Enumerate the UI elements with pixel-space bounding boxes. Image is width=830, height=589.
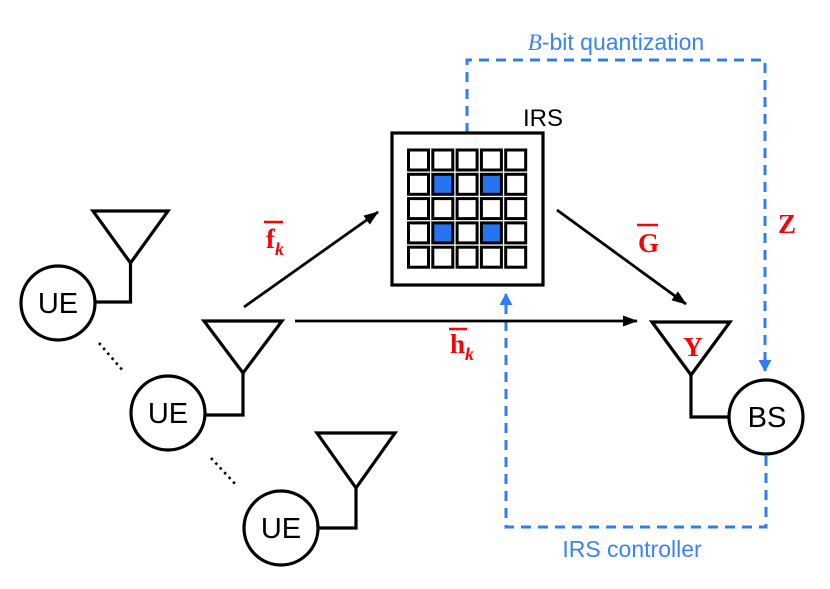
ue2-label: UE bbox=[148, 398, 188, 430]
irs-panel: IRS bbox=[390, 105, 563, 287]
ue3-circle bbox=[242, 489, 320, 567]
irs-cell bbox=[455, 245, 479, 269]
irs-cell bbox=[407, 245, 430, 269]
irs-cell bbox=[407, 197, 430, 221]
ue1-antenna-icon bbox=[89, 209, 172, 266]
ue2-antenna-stem bbox=[205, 373, 245, 417]
irs-cell bbox=[504, 148, 528, 172]
irs-grid bbox=[407, 148, 528, 269]
bs-node: BS bbox=[648, 320, 805, 456]
irs-cell bbox=[455, 197, 479, 221]
fk-channel-label: fk bbox=[264, 220, 284, 259]
irs-controller-label: IRS controller bbox=[562, 536, 702, 562]
b-bit-quantization-label: B-bit quantization bbox=[528, 29, 704, 55]
irs-cell bbox=[479, 197, 503, 221]
irs-cell bbox=[407, 148, 430, 172]
y-signal-label: Y bbox=[683, 332, 703, 362]
irs-cell bbox=[455, 148, 479, 172]
irs-label: IRS bbox=[523, 105, 563, 132]
b-bit-quantization-path bbox=[465, 58, 772, 372]
ue3-antenna-icon bbox=[313, 431, 399, 491]
ue3-label: UE bbox=[261, 513, 301, 545]
irs-cell-active bbox=[479, 221, 503, 245]
irs-cell bbox=[455, 221, 479, 245]
hk-channel-label: hk bbox=[449, 327, 474, 364]
irs-cell bbox=[431, 245, 455, 269]
irs-cell-active bbox=[431, 221, 455, 245]
bs-antenna-icon bbox=[648, 320, 734, 378]
ue3-node: UE bbox=[242, 431, 399, 567]
ue2-antenna-icon bbox=[200, 319, 286, 376]
ue2-circle bbox=[129, 374, 207, 452]
irs-cell-active bbox=[431, 172, 455, 196]
irs-cell-active bbox=[479, 172, 503, 196]
svg-text:G: G bbox=[638, 228, 659, 258]
ue1-node: UE bbox=[19, 209, 172, 342]
irs-cell bbox=[504, 245, 528, 269]
irs-cell bbox=[455, 172, 479, 196]
bs-antenna-stem bbox=[689, 375, 729, 419]
irs-controller-path bbox=[499, 293, 768, 529]
ue2-node: UE bbox=[129, 319, 286, 452]
irs-cell bbox=[407, 172, 430, 196]
irs-cell bbox=[504, 172, 528, 196]
z-signal-label: Z bbox=[778, 209, 796, 239]
bs-label: BS bbox=[748, 402, 787, 434]
irs-cell bbox=[504, 221, 528, 245]
irs-cell bbox=[407, 221, 430, 245]
irs-cell bbox=[504, 197, 528, 221]
bs-circle bbox=[727, 378, 805, 456]
ue3-antenna-stem bbox=[318, 488, 358, 530]
irs-cell bbox=[431, 197, 455, 221]
ue1-label: UE bbox=[38, 288, 78, 320]
ue1-circle bbox=[19, 264, 97, 342]
ue1-antenna-stem bbox=[95, 263, 133, 304]
fk-channel-arrow bbox=[243, 210, 379, 309]
svg-text:hk: hk bbox=[450, 329, 474, 364]
ue-ellipsis-1 bbox=[98, 342, 125, 373]
svg-text:fk: fk bbox=[266, 224, 284, 259]
ue-ellipsis-2 bbox=[210, 457, 238, 487]
irs-cell bbox=[431, 148, 455, 172]
irs-cell bbox=[479, 245, 503, 269]
g-channel-label: G bbox=[637, 223, 659, 258]
g-channel-arrow bbox=[556, 208, 687, 306]
irs-cell bbox=[479, 148, 503, 172]
